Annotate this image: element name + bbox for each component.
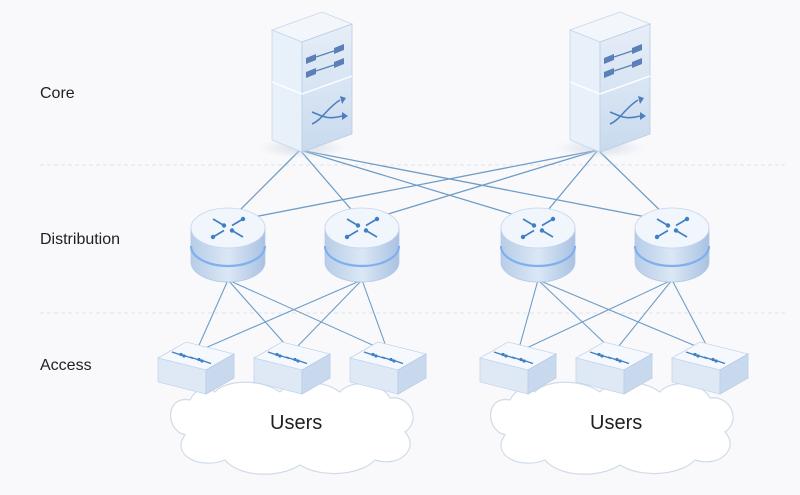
link: [195, 279, 229, 353]
access-switch-1: [156, 341, 236, 395]
link: [517, 279, 539, 353]
router-icon: [344, 216, 380, 240]
access-switch-icon: [493, 351, 534, 365]
layer-label-access: Access: [40, 357, 92, 374]
layer-label-distribution: Distribution: [40, 231, 121, 248]
link: [227, 149, 599, 223]
link: [227, 279, 293, 353]
distribution-routers: [189, 207, 711, 283]
switch-arrows-icon: [311, 96, 348, 125]
user-cloud-left: [170, 381, 414, 475]
link: [291, 279, 363, 353]
access-switch-5: [574, 341, 654, 395]
cloud-icon: [170, 381, 414, 475]
core-switch-icon: [604, 44, 642, 78]
link: [361, 149, 599, 223]
core-switch-left: [257, 11, 354, 158]
core-switch-right: [555, 11, 652, 158]
core-switch-icon: [306, 44, 344, 78]
link: [671, 279, 711, 353]
layer-label-core: Core: [40, 85, 75, 102]
link: [299, 149, 673, 223]
layer-dividers: [40, 164, 785, 314]
access-switch-icon: [267, 351, 308, 365]
access-switch-icon: [363, 351, 404, 365]
link: [227, 279, 389, 353]
user-cloud-right: [490, 381, 734, 475]
link: [537, 279, 615, 353]
router-4: [633, 207, 711, 283]
access-switch-2: [252, 341, 332, 395]
distribution-access-links: [195, 279, 711, 353]
core-distribution-links: [227, 149, 673, 223]
access-switch-3: [348, 341, 428, 395]
cloud-icon: [490, 381, 734, 475]
link: [195, 279, 363, 353]
access-switch-icon: [589, 351, 630, 365]
access-switch-6: [670, 341, 750, 395]
link: [613, 279, 673, 353]
router-1: [189, 207, 267, 283]
router-icon: [210, 216, 246, 240]
users-label-right: Users: [590, 412, 643, 434]
users-label-left: Users: [270, 412, 323, 434]
router-icon: [654, 216, 690, 240]
access-switch-icon: [685, 351, 726, 365]
access-switches: [156, 341, 750, 395]
link: [299, 149, 539, 223]
router-2: [323, 207, 401, 283]
link: [517, 279, 673, 353]
link: [361, 279, 389, 353]
access-switch-4: [478, 341, 558, 395]
router-icon: [520, 216, 556, 240]
link: [537, 279, 711, 353]
switch-arrows-icon: [609, 96, 646, 125]
access-switch-icon: [171, 351, 212, 365]
router-3: [499, 207, 577, 283]
